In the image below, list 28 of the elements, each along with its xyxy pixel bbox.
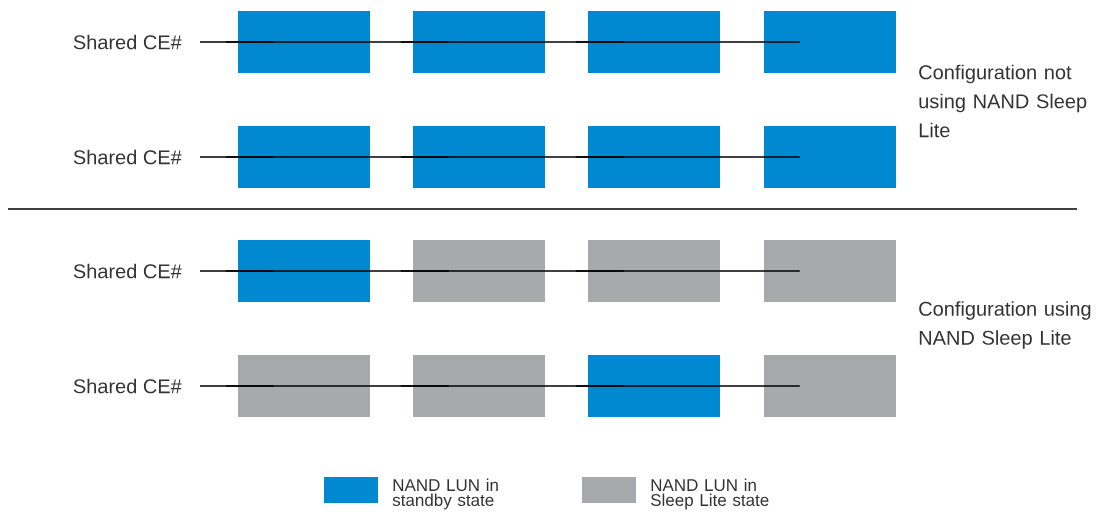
lun-box [238,126,370,188]
lun-box [764,126,896,188]
legend-text: NAND LUN in standby state [392,478,498,510]
signal-line [199,270,801,272]
lun-box [588,11,720,73]
lun-box [413,11,545,73]
signal-line [199,41,801,43]
lun-box [238,11,370,73]
signal-label: Shared CE# [73,34,182,50]
lun-box [588,355,720,417]
lun-box [413,126,545,188]
configuration-note: Configuration not using NAND Sleep Lite [919,64,1087,138]
legend-text: NAND LUN in Sleep Lite state [650,478,769,510]
signal-line [199,385,801,387]
configuration-note: Configuration using NAND Sleep Lite [919,301,1091,349]
signal-label: Shared CE# [73,378,182,394]
signal-label: Shared CE# [73,149,182,165]
signal-label: Shared CE# [73,263,182,279]
lun-box [764,11,896,73]
signal-line [199,156,801,158]
lun-box [588,126,720,188]
lun-box [413,355,545,417]
lun-box [238,355,370,417]
lun-box [238,240,370,302]
lun-box [764,240,896,302]
lun-box [588,240,720,302]
lun-box [764,355,896,417]
lun-box [413,240,545,302]
